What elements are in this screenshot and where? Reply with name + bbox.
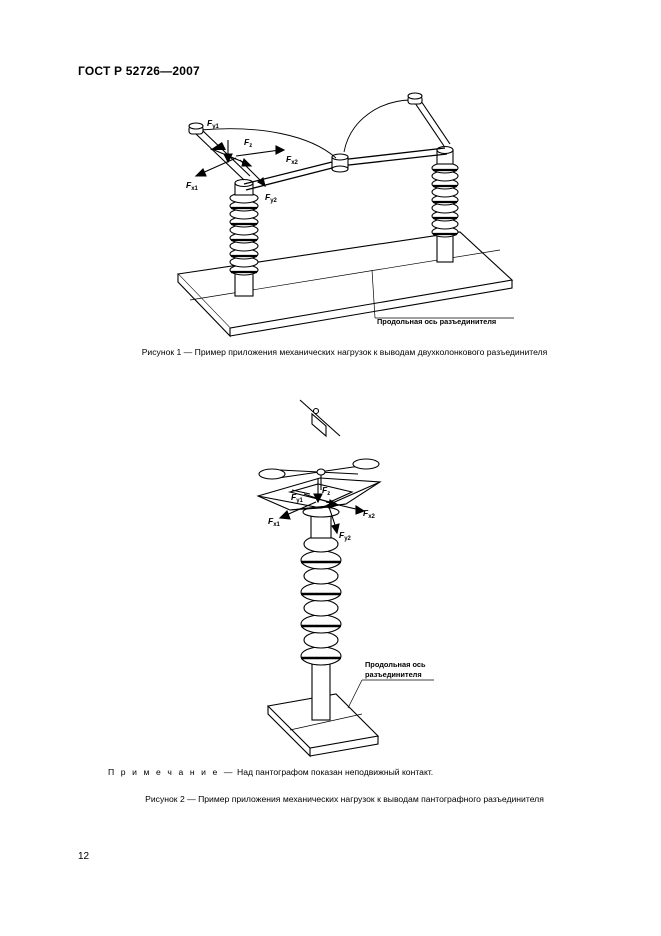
fig2-axis-label-line2: разъединителя: [365, 670, 422, 679]
fig2-force-fx1: Fx1: [268, 516, 281, 528]
fig1-force-fz: Fz: [244, 137, 252, 149]
fig1-force-fy1: Fy1: [207, 118, 220, 130]
figure2-note: П р и м е ч а н и е — Над пантографом по…: [108, 767, 433, 777]
fig2-axis-label-line1: Продольная ось: [365, 660, 426, 669]
note-lead: П р и м е ч а н и е —: [108, 767, 235, 777]
figure2-drawing: Fy1 Fz Fx1 Fx2 Fy2 Продольная ось разъед…: [256, 399, 434, 758]
fig2-force-fz: Fz: [322, 485, 330, 497]
fig1-axis-label: Продольная ось разъединителя: [377, 317, 496, 326]
fig2-force-fy2: Fy2: [339, 530, 352, 542]
page-number: 12: [78, 851, 90, 862]
figure2-caption: Рисунок 2 — Пример приложения механическ…: [145, 794, 544, 804]
note-text: Над пантографом показан неподвижный конт…: [237, 767, 434, 777]
fig1-force-fx1: Fx1: [186, 180, 199, 192]
figure1-force-labels: Fy1 Fz Fx2 Fx1 Fy2: [186, 118, 299, 204]
standard-header: ГОСТ Р 52726—2007: [78, 64, 200, 78]
figure1-caption: Рисунок 1 — Пример приложения механическ…: [141, 347, 548, 357]
fig1-force-fx2: Fx2: [286, 154, 299, 166]
fig2-force-fx2: Fx2: [363, 508, 376, 520]
figure1-drawing: Fy1 Fz Fx2 Fx1 Fy2 Продольная ось разъед…: [176, 92, 514, 338]
fig1-force-fy2: Fy2: [265, 192, 278, 204]
